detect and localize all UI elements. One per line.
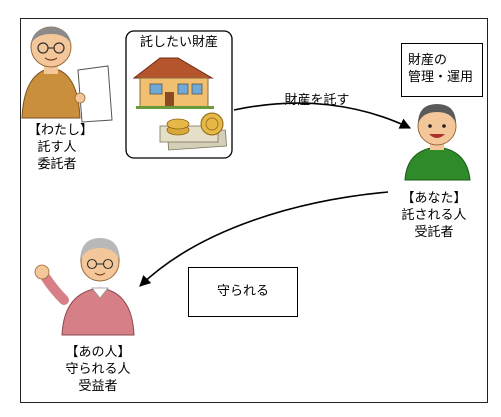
money-icon xyxy=(159,112,227,151)
trustee-role-text: 財産の 管理・運用 xyxy=(408,53,474,85)
beneficiary-label: 【あの人】 守られる人 受益者 xyxy=(65,345,131,394)
asset-box-title: 託したい財産 xyxy=(139,35,218,50)
truster-figure xyxy=(21,26,113,123)
truster-label: 【わたし】 託す人 委託者 xyxy=(28,123,94,172)
beneficiary-figure xyxy=(34,238,135,336)
entrust-arrow xyxy=(233,102,412,129)
entrust-arrow-label: 財産を託す xyxy=(284,93,350,108)
house-icon xyxy=(132,57,214,109)
trustee-label: 【あなた】 託される人 受託者 xyxy=(401,191,467,240)
protect-arrow-label: 守られる xyxy=(216,284,269,299)
protect-arrow xyxy=(139,191,389,287)
trustee-role-box: 財産の 管理・運用 xyxy=(401,43,483,97)
protect-label-box: 守られる xyxy=(188,267,298,317)
trustee-figure xyxy=(404,104,471,181)
